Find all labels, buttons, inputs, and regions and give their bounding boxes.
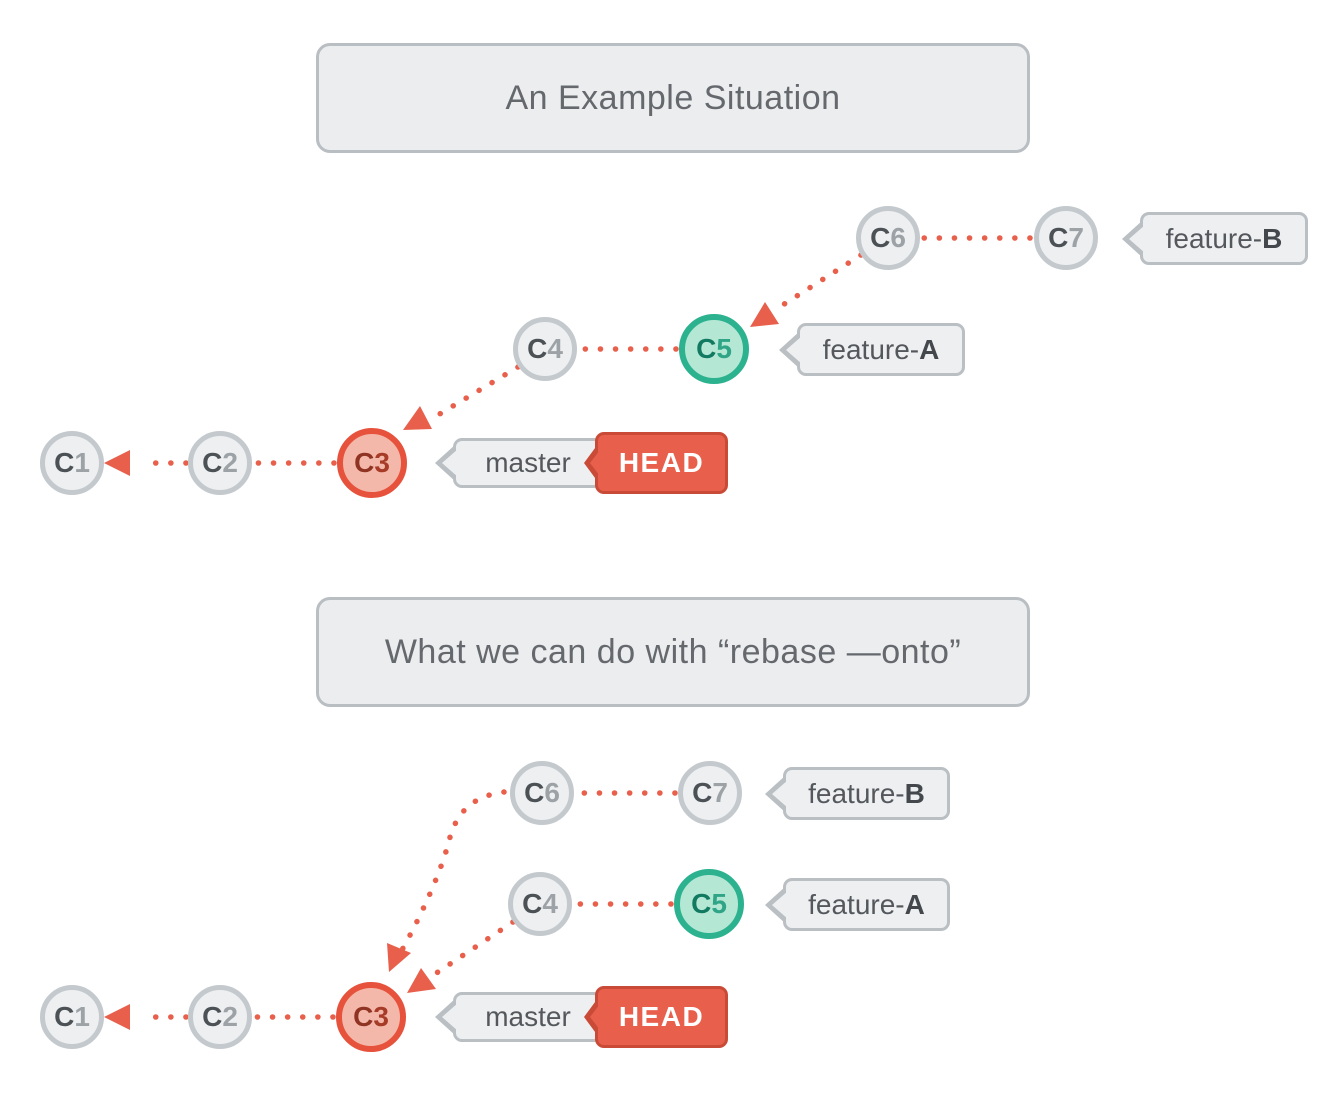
head-tag: HEAD bbox=[595, 986, 728, 1048]
commit-label-digit: 2 bbox=[222, 447, 238, 478]
commit-label-digit: 4 bbox=[547, 333, 563, 364]
commit-label-digit: 6 bbox=[890, 222, 906, 253]
commit-label-prefix: C bbox=[54, 447, 75, 478]
section1-title-box: An Example Situation bbox=[316, 43, 1030, 153]
commit-label-prefix: C bbox=[691, 888, 712, 919]
commit-label-digit: 1 bbox=[74, 1001, 90, 1032]
branch-tag-label: master bbox=[485, 1001, 571, 1032]
arrowhead-into-c3-from-c6 bbox=[387, 943, 411, 972]
section2-title-box: What we can do with “rebase —onto” bbox=[316, 597, 1030, 707]
commit-label-prefix: C bbox=[696, 333, 717, 364]
arrowhead-into-c1-bottom bbox=[104, 1004, 130, 1030]
commit-label-prefix: C bbox=[353, 1001, 374, 1032]
commit-label-digit: 6 bbox=[544, 777, 560, 808]
commit-label-prefix: C bbox=[202, 1001, 223, 1032]
section2-title: What we can do with “rebase —onto” bbox=[384, 632, 962, 671]
commit-label-prefix: C bbox=[524, 777, 545, 808]
head-tag-label: HEAD bbox=[618, 447, 705, 478]
branch-tag-label: feature- bbox=[1165, 222, 1263, 254]
commit-label-prefix: C bbox=[870, 222, 891, 253]
branch-tag-feature-a: feature-A bbox=[797, 323, 965, 376]
commit-label-prefix: C bbox=[1048, 222, 1069, 253]
commit-label-digit: 7 bbox=[712, 777, 728, 808]
branch-tag-label-bold: B bbox=[904, 777, 925, 809]
edge-c6-c5 bbox=[775, 252, 864, 311]
branch-tag-master: master bbox=[453, 438, 603, 488]
arrowhead-into-c3 bbox=[403, 406, 432, 430]
commit-label-digit: 2 bbox=[222, 1001, 238, 1032]
commit-label-digit: 3 bbox=[373, 1001, 389, 1032]
edge-c6-c3-bottom bbox=[395, 789, 507, 960]
commit-label-prefix: C bbox=[522, 888, 543, 919]
branch-tag-feature-b: feature-B bbox=[783, 767, 950, 820]
branch-tag-label: master bbox=[485, 447, 571, 478]
branch-tag-label-bold: A bbox=[904, 888, 925, 920]
commit-label-digit: 4 bbox=[542, 888, 558, 919]
branch-tag-label: feature- bbox=[808, 777, 905, 809]
commit-label-prefix: C bbox=[527, 333, 548, 364]
arrowhead-into-c5 bbox=[750, 302, 779, 327]
commit-label-digit: 5 bbox=[716, 333, 732, 364]
branch-tag-feature-b: feature-B bbox=[1140, 212, 1308, 265]
section1-title: An Example Situation bbox=[505, 78, 841, 117]
arrowhead-into-c1 bbox=[104, 450, 130, 476]
commit-label-prefix: C bbox=[202, 447, 223, 478]
branch-tag-label: feature- bbox=[808, 888, 905, 920]
branch-tag-master: master bbox=[453, 992, 603, 1042]
edge-c4-c3-bottom bbox=[429, 919, 516, 979]
branch-tag-feature-a: feature-A bbox=[783, 878, 950, 931]
branch-tag-label-bold: A bbox=[919, 333, 940, 365]
commit-label-prefix: C bbox=[354, 447, 375, 478]
commit-label-digit: 3 bbox=[374, 447, 390, 478]
head-tag-label: HEAD bbox=[618, 1001, 705, 1032]
branch-tag-label: feature- bbox=[822, 333, 920, 365]
commit-label-digit: 7 bbox=[1068, 222, 1084, 253]
commit-label-prefix: C bbox=[54, 1001, 75, 1032]
head-tag: HEAD bbox=[595, 432, 728, 494]
commit-label-digit: 5 bbox=[711, 888, 727, 919]
arrowhead-into-c3-from-c4 bbox=[407, 968, 436, 993]
commit-label-digit: 1 bbox=[74, 447, 90, 478]
edge-c4-c3 bbox=[425, 364, 521, 424]
branch-tag-label-bold: B bbox=[1262, 222, 1283, 254]
commit-label-prefix: C bbox=[692, 777, 713, 808]
